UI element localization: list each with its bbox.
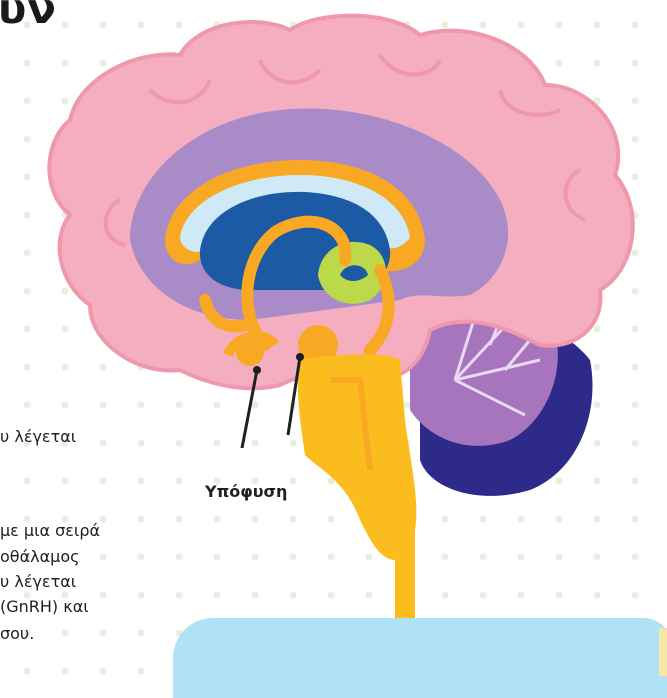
brain-diagram (0, 0, 667, 676)
callout-dot-hypothalamus (253, 366, 261, 374)
panel-edge (659, 628, 667, 676)
brainstem (298, 354, 416, 640)
info-panel (173, 618, 667, 698)
pituitary-label: Υπόφυση (205, 482, 287, 501)
callout-dot-pituitary (296, 353, 304, 361)
